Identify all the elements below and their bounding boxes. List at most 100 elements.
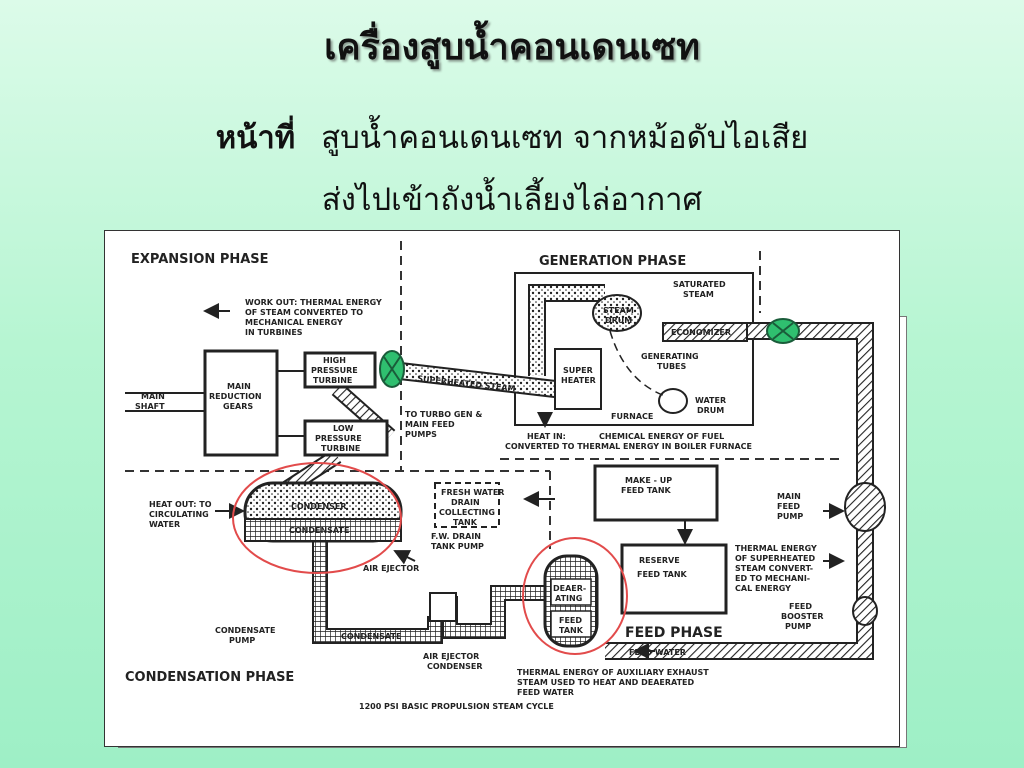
svg-text:CHEMICAL ENERGY OF FUEL: CHEMICAL ENERGY OF FUEL	[599, 432, 724, 441]
hp-turbine	[303, 351, 377, 389]
economizer	[662, 322, 748, 342]
duty-text-2: ส่งไปเข้าถังน้ำเลี้ยงไล่อากาศ	[321, 182, 703, 218]
air-ejector-label: AIR EJECTOR	[363, 564, 419, 573]
super-heater-label: SUPER	[563, 366, 593, 375]
super-heater	[554, 348, 602, 410]
condensation-phase-label: CONDENSATION PHASE	[125, 670, 294, 685]
svg-text:ED TO MECHANI-: ED TO MECHANI-	[735, 574, 810, 583]
svg-text:REDUCTION: REDUCTION	[209, 392, 262, 401]
fresh-water-drain-tank	[434, 482, 500, 528]
water-drum	[658, 388, 688, 414]
svg-text:TURBINE: TURBINE	[321, 444, 360, 453]
air-ejector-condenser	[429, 592, 457, 622]
main-shaft-label: MAIN	[141, 392, 165, 401]
boiler-box	[514, 272, 754, 426]
furnace-label: FURNACE	[611, 412, 653, 421]
auxiliary-exhaust-label: THERMAL ENERGY OF AUXILIARY EXHAUST	[517, 668, 709, 677]
svg-text:HEATER: HEATER	[561, 376, 596, 385]
booster-pump-label: FEED	[789, 602, 812, 611]
duty-line: หน้าที่ สูบน้ำคอนเดนเซท จากหม้อดับไอเสีย	[0, 112, 1024, 162]
svg-text:PRESSURE: PRESSURE	[315, 434, 362, 443]
air-ejector-condenser-label: AIR EJECTOR	[423, 652, 479, 661]
svg-text:FEED TANK: FEED TANK	[621, 486, 672, 495]
svg-text:IN TURBINES: IN TURBINES	[245, 328, 303, 337]
svg-text:PRESSURE: PRESSURE	[311, 366, 358, 375]
valve-marker-turbine	[379, 350, 405, 388]
svg-text:ATING: ATING	[555, 594, 582, 603]
svg-text:FEED: FEED	[559, 616, 582, 625]
work-out-label: WORK OUT: THERMAL ENERGY	[245, 298, 382, 307]
feed-phase-label: FEED PHASE	[625, 625, 723, 641]
svg-text:CONDENSER: CONDENSER	[427, 662, 483, 671]
svg-text:WATER: WATER	[149, 520, 180, 529]
heat-out-label: HEAT OUT: TO	[149, 500, 212, 509]
reduction-gears-label: MAIN	[227, 382, 251, 391]
condenser-highlight	[232, 462, 402, 574]
svg-text:FEED TANK: FEED TANK	[637, 570, 688, 579]
svg-text:FEED: FEED	[777, 502, 800, 511]
svg-text:PUMPS: PUMPS	[405, 430, 437, 439]
svg-text:OF SUPERHEATED: OF SUPERHEATED	[735, 554, 815, 563]
fresh-water-tank-label: FRESH WATER	[441, 488, 504, 497]
svg-text:PUMP: PUMP	[785, 622, 811, 631]
svg-text:BOOSTER: BOOSTER	[781, 612, 824, 621]
economizer-label: ECONOMIZER	[671, 328, 731, 337]
condensate-pipe-label: CONDENSATE	[341, 632, 401, 641]
svg-text:OF STEAM CONVERTED TO: OF STEAM CONVERTED TO	[245, 308, 363, 317]
turbo-gen-label: TO TURBO GEN &	[405, 410, 482, 419]
svg-text:DRUM: DRUM	[605, 316, 632, 325]
steam-cycle-diagram: EXPANSION PHASE GENERATION PHASE CONDENS…	[104, 230, 900, 747]
svg-text:TURBINE: TURBINE	[313, 376, 352, 385]
feed-booster-pump	[852, 596, 878, 626]
svg-text:DRUM: DRUM	[697, 406, 724, 415]
saturated-steam-label: SATURATED	[673, 280, 726, 289]
svg-text:COLLECTING: COLLECTING	[439, 508, 495, 517]
duty-text: สูบน้ำคอนเดนเซท จากหม้อดับไอเสีย	[321, 120, 809, 156]
svg-text:CIRCULATING: CIRCULATING	[149, 510, 209, 519]
lp-turbine-label: LOW	[333, 424, 354, 433]
generating-tubes-label: GENERATING	[641, 352, 699, 361]
main-feed-pump	[844, 482, 886, 532]
flow-arrows	[203, 303, 845, 659]
deaerating-tank-highlight	[522, 537, 628, 655]
svg-text:MAIN FEED: MAIN FEED	[405, 420, 455, 429]
svg-text:MECHANICAL ENERGY: MECHANICAL ENERGY	[245, 318, 343, 327]
lp-turbine	[303, 419, 389, 457]
main-feed-pump-label: MAIN	[777, 492, 801, 501]
svg-text:PUMP: PUMP	[229, 636, 255, 645]
svg-text:CAL ENERGY: CAL ENERGY	[735, 584, 791, 593]
thermal-energy-label: THERMAL ENERGY	[735, 544, 817, 553]
reduction-gears	[203, 349, 279, 457]
svg-text:TUBES: TUBES	[657, 362, 687, 371]
diagram-caption: 1200 PSI BASIC PROPULSION STEAM CYCLE	[359, 702, 554, 711]
valve-marker-feed	[766, 318, 800, 344]
svg-text:STEAM USED TO HEAT AND DEAERAT: STEAM USED TO HEAT AND DEAERATED	[517, 678, 695, 687]
svg-text:TANK: TANK	[559, 626, 584, 635]
makeup-feed-tank	[593, 464, 719, 522]
condenser-label: CONDENSER	[291, 502, 347, 511]
feed-water-label: FEED WATER	[629, 648, 686, 657]
fw-drain-pump-label: F.W. DRAIN	[431, 532, 481, 541]
svg-text:PUMP: PUMP	[777, 512, 803, 521]
svg-text:CONVERTED TO THERMAL ENERGY IN: CONVERTED TO THERMAL ENERGY IN BOILER FU…	[505, 442, 752, 451]
svg-text:FEED WATER: FEED WATER	[517, 688, 574, 697]
steam-drum-label: STEAM	[603, 306, 634, 315]
deaerating-tank-label: DEAER-	[553, 584, 586, 593]
reserve-feed-tank-label: RESERVE	[639, 556, 680, 565]
water-drum-label: WATER	[695, 396, 726, 405]
svg-text:DRAIN: DRAIN	[451, 498, 480, 507]
svg-text:GEARS: GEARS	[223, 402, 253, 411]
svg-text:TANK: TANK	[453, 518, 478, 527]
condensate-in-condenser-label: CONDENSATE	[289, 526, 349, 535]
svg-text:SHAFT: SHAFT	[135, 402, 165, 411]
slide-title: เครื่องสูบน้ำคอนเดนเซท	[324, 26, 700, 68]
generation-phase-label: GENERATION PHASE	[539, 254, 686, 269]
steam-drum	[592, 294, 642, 332]
heat-in-label: HEAT IN:	[527, 432, 566, 441]
svg-text:STEAM: STEAM	[683, 290, 714, 299]
svg-text:STEAM CONVERT-: STEAM CONVERT-	[735, 564, 813, 573]
condensate-pump-label: CONDENSATE	[215, 626, 275, 635]
svg-text:TANK PUMP: TANK PUMP	[431, 542, 484, 551]
phase-dividers	[125, 241, 845, 549]
duty-label: หน้าที่	[215, 120, 296, 156]
